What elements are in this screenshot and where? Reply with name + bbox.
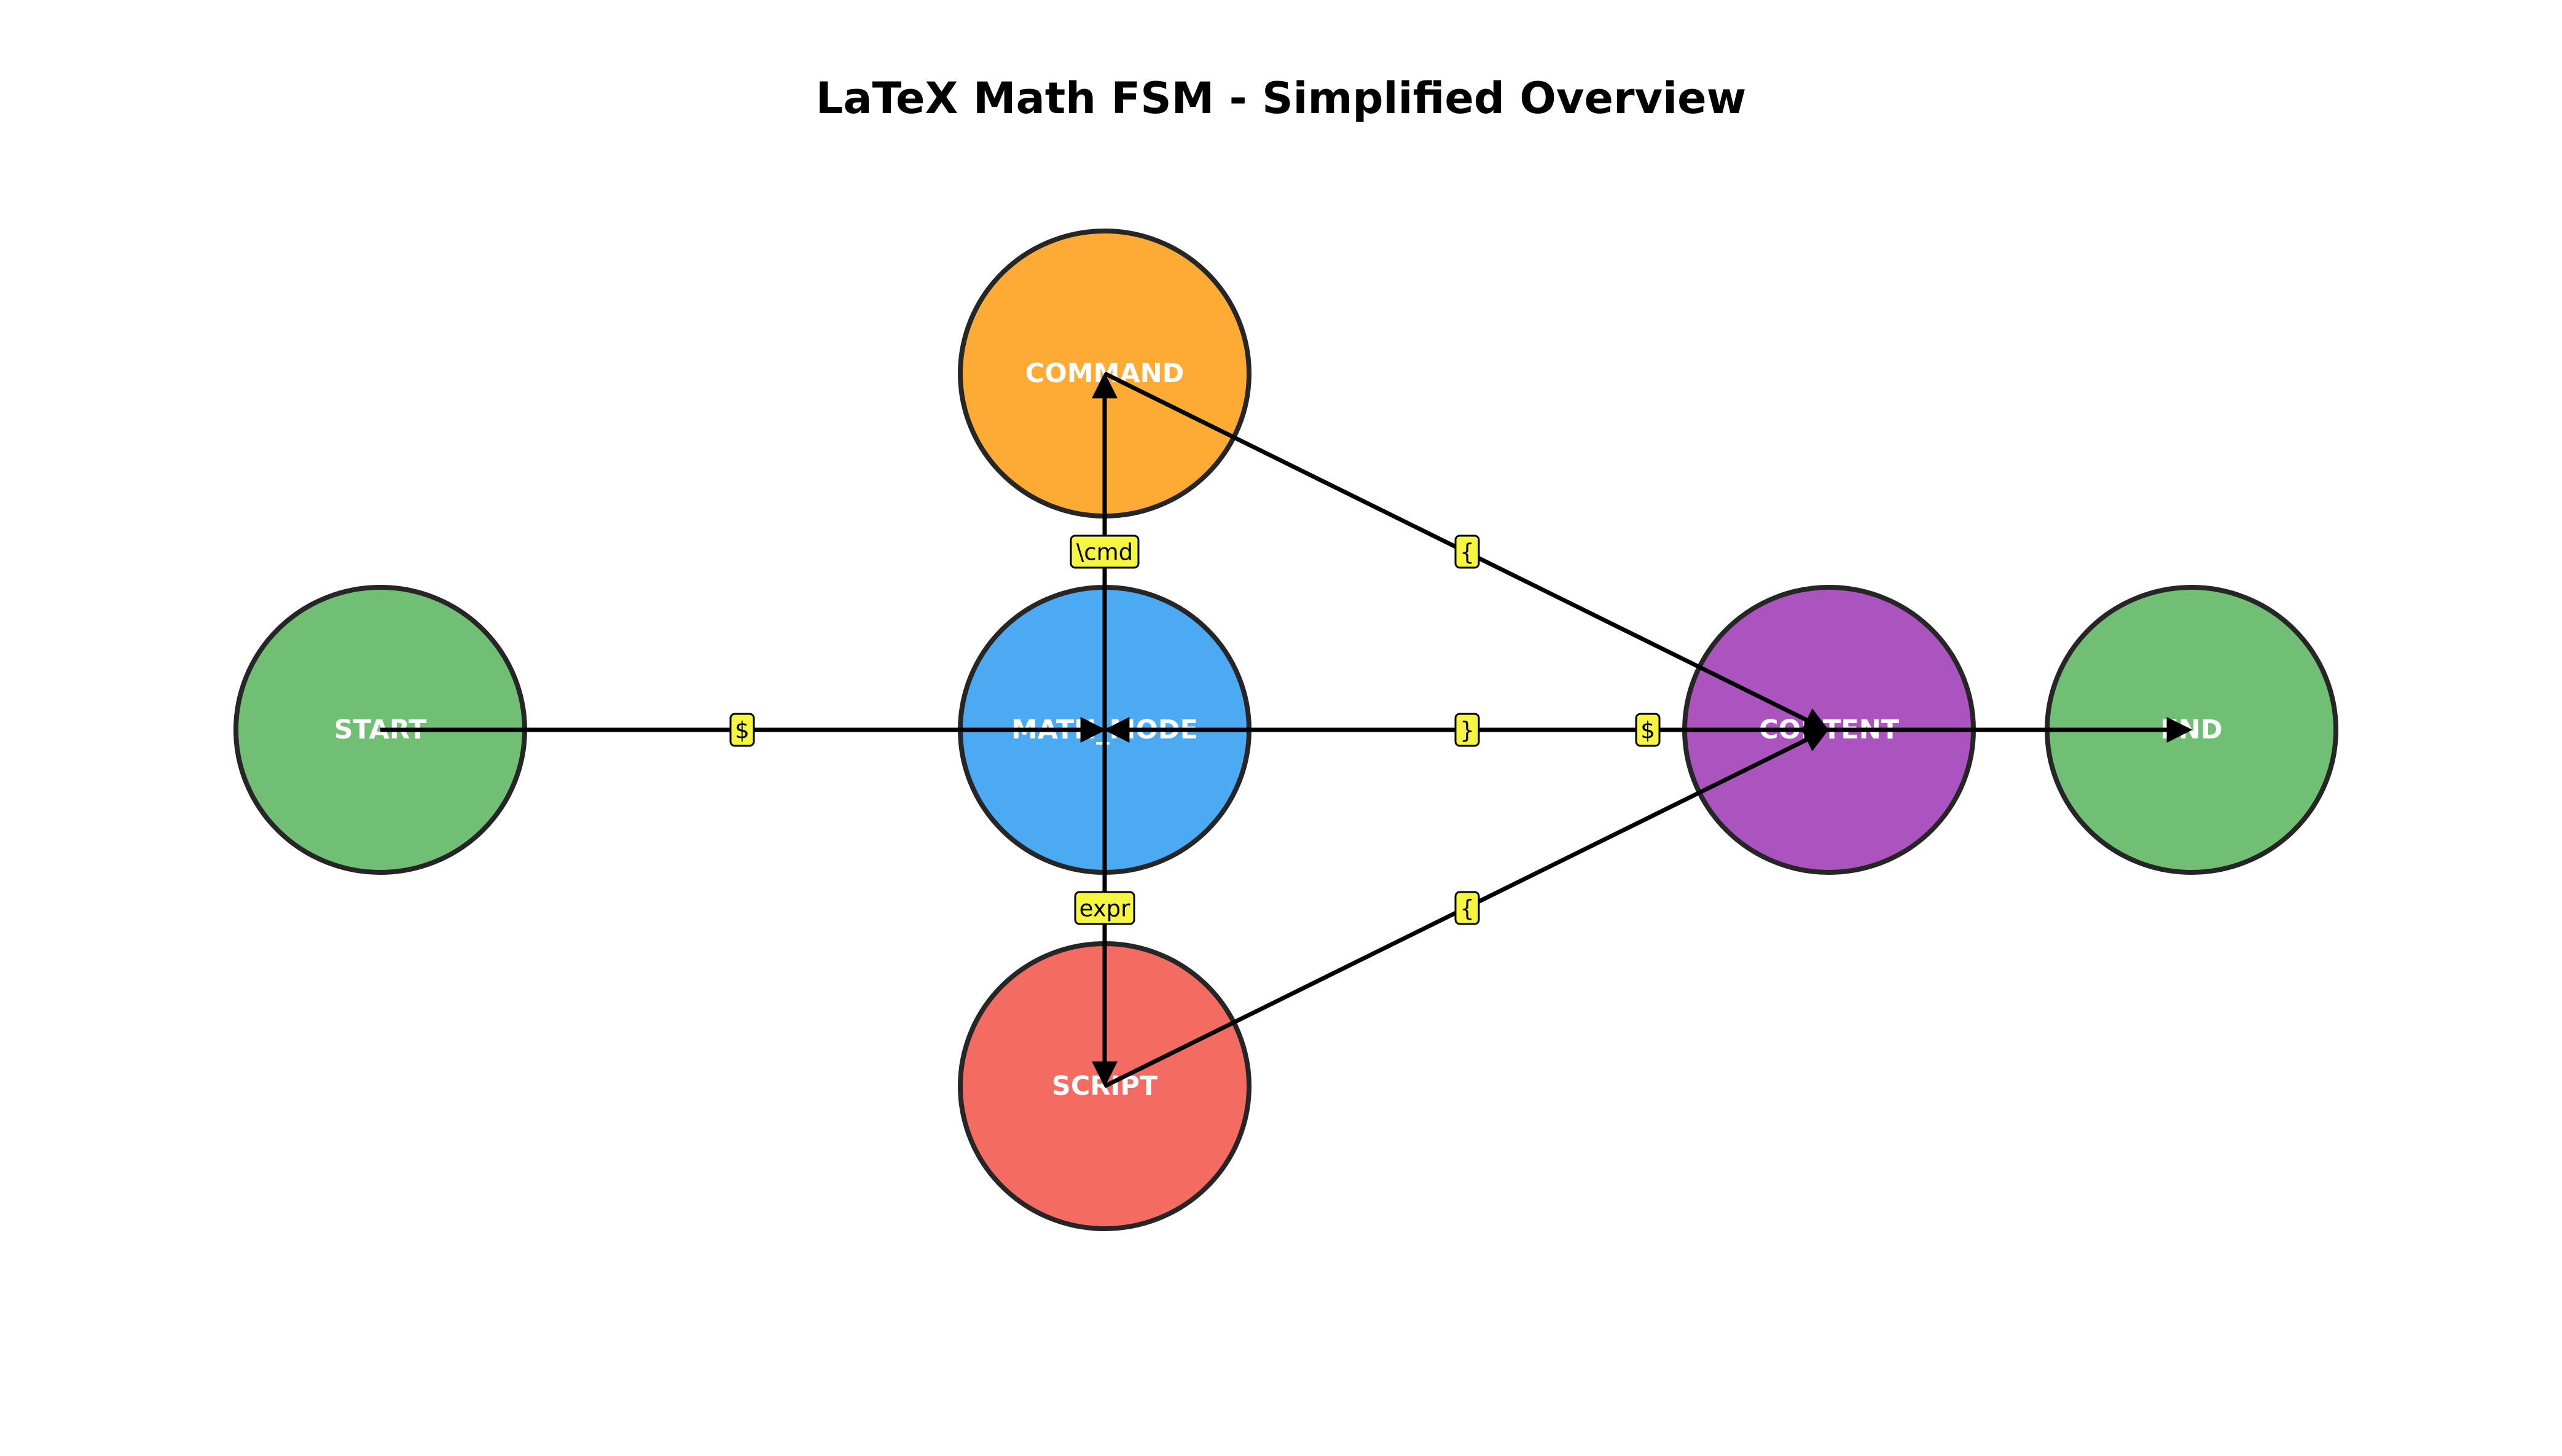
edge-label-text: expr	[1079, 896, 1130, 922]
edge-label-box	[1454, 534, 1480, 569]
edge-label-box	[1454, 713, 1480, 747]
edge-label-text: $	[735, 718, 750, 744]
edge-label-math-mode-to-content: $	[1635, 713, 1661, 747]
edge-labels-layer: $ \cmd expr { {} $	[729, 534, 1661, 925]
edge-label-box	[1635, 713, 1661, 747]
edge-label-text: \cmd	[1076, 539, 1133, 566]
edge-label-box	[1070, 534, 1140, 569]
edge-label-text: {	[1460, 539, 1475, 566]
edge-label-command-to-content: {	[1454, 534, 1480, 569]
edge-label-box	[1454, 891, 1480, 925]
edge-label-start-to-math-mode: $	[729, 713, 755, 747]
edge-label-content-to-math-mode: }	[1454, 713, 1480, 747]
edge-label-script-to-content: {	[1454, 891, 1480, 925]
edge-label-text: }	[1460, 718, 1475, 744]
edge-label-box	[729, 713, 755, 747]
edge-label-math-mode-to-command: \cmd	[1070, 534, 1140, 569]
edge-label-box	[1074, 891, 1135, 925]
diagram-title: LaTeX Math FSM - Simplified Overview	[815, 73, 1747, 123]
edge-label-text: {	[1460, 896, 1475, 922]
edge-label-math-mode-to-script: expr	[1074, 891, 1135, 925]
edge-label-text: $	[1640, 718, 1655, 744]
edges-layer	[380, 371, 2193, 1089]
